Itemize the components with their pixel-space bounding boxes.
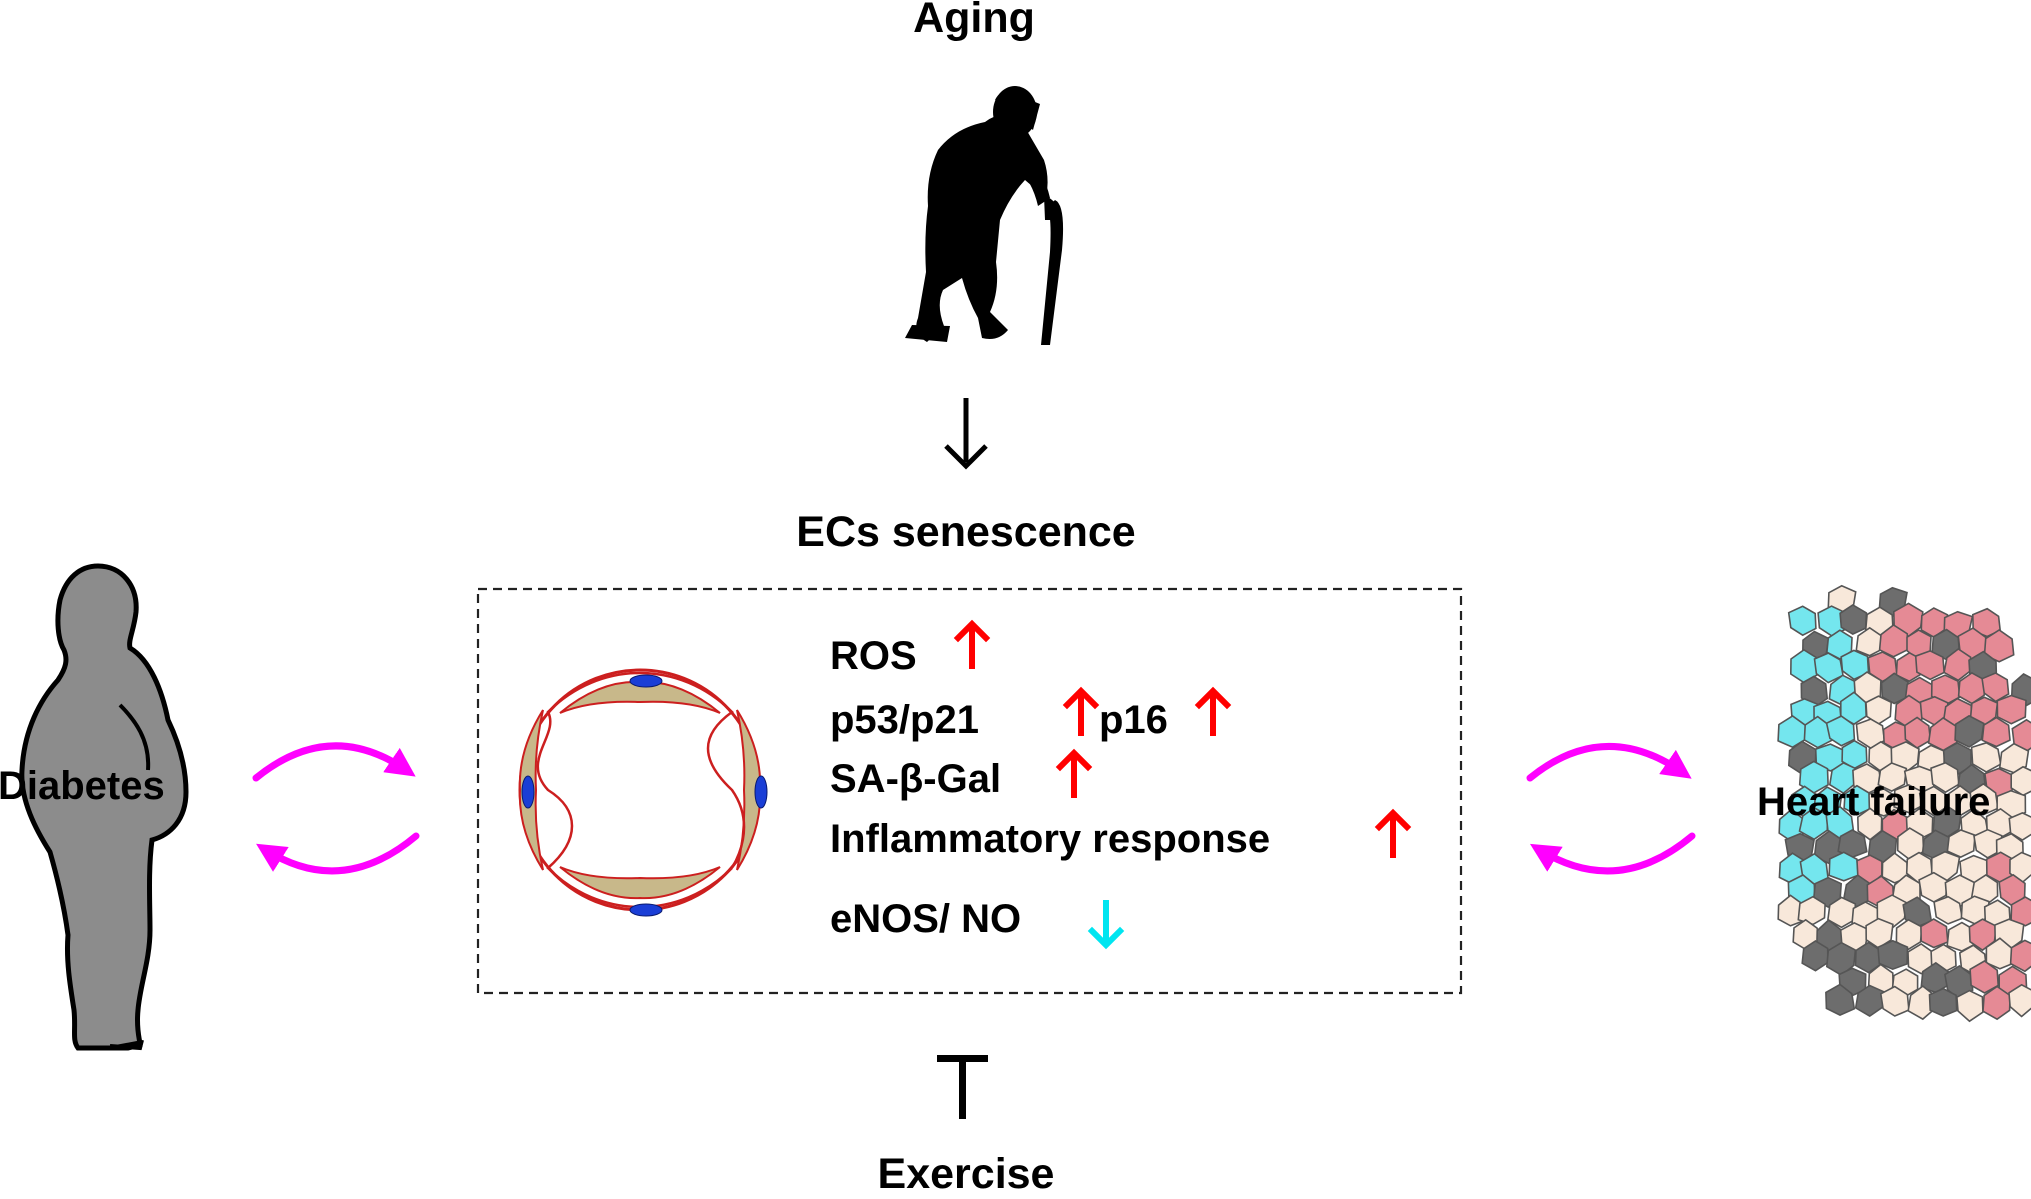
heart-tissue-cell bbox=[1930, 761, 1960, 794]
heart-failure-feedback-arrows bbox=[1526, 743, 1696, 875]
heart-tissue-cell bbox=[1828, 851, 1860, 882]
heart-tissue-cell bbox=[1827, 896, 1857, 929]
heart-tissue-cell bbox=[1981, 716, 2011, 748]
nucleus-right bbox=[754, 775, 768, 809]
aging-to-senescence-arrow bbox=[944, 398, 988, 470]
heart-tissue-cell bbox=[1825, 715, 1856, 747]
nucleus-bottom bbox=[629, 903, 663, 917]
marker-sa-beta-gal: SA-β-Gal bbox=[830, 757, 1002, 801]
increase-arrows bbox=[953, 619, 1412, 858]
heart-tissue-cell bbox=[1983, 629, 2015, 663]
ec-senescence-label: ECs senescence bbox=[796, 508, 1136, 556]
diabetes-feedback-arrows bbox=[252, 742, 420, 875]
heart-tissue-cell bbox=[1801, 939, 1829, 972]
heart-tissue-cell bbox=[1969, 782, 1999, 816]
heart-tissue-cell bbox=[1840, 649, 1870, 681]
up-arrow-p16 bbox=[1194, 686, 1232, 736]
heart-tissue-cell bbox=[1877, 939, 1909, 971]
heart-tissue-cell bbox=[1943, 648, 1972, 682]
heart-tissue-cell bbox=[1825, 983, 1856, 1016]
heart-tissue-cell bbox=[1880, 672, 1909, 705]
marker-inflammatory-response: Inflammatory response bbox=[830, 817, 1271, 861]
up-arrow-p53-p21 bbox=[1062, 686, 1100, 736]
heart-tissue-mosaic-icon bbox=[1777, 584, 2031, 1023]
arrow-heart-failure-to-senescence bbox=[1529, 832, 1696, 875]
nucleus-top bbox=[629, 674, 663, 688]
exercise-label: Exercise bbox=[877, 1150, 1055, 1198]
marker-ros: ROS bbox=[830, 634, 917, 678]
heart-tissue-cell bbox=[1956, 989, 1984, 1023]
marker-enos-no: eNOS/ NO bbox=[830, 897, 1022, 941]
heart-tissue-cell bbox=[1933, 895, 1964, 925]
arrow-senescence-to-heart-failure bbox=[1526, 743, 1692, 782]
heart-tissue-cell bbox=[2010, 896, 2031, 927]
heart-tissue-cell bbox=[1812, 876, 1843, 909]
endothelial-vessel-cross-section-icon bbox=[518, 668, 768, 917]
senescence-box bbox=[476, 587, 1463, 995]
heart-tissue-cell bbox=[1920, 918, 1949, 949]
up-arrow-inflammatory bbox=[1374, 808, 1412, 858]
heart-tissue-cell bbox=[1813, 652, 1844, 684]
heart-tissue-cell bbox=[1878, 624, 1909, 658]
arrow-diabetes-to-senescence bbox=[252, 742, 416, 782]
heart-tissue-cell bbox=[1914, 650, 1945, 681]
heart-tissue-cell bbox=[1996, 694, 2027, 725]
heart-tissue-cell bbox=[1839, 603, 1868, 636]
diabetes-label: Diabetes bbox=[0, 764, 165, 808]
obese-person-silhouette-icon bbox=[19, 563, 189, 1051]
heart-tissue-cell bbox=[1893, 784, 1923, 814]
nucleus-left bbox=[521, 775, 535, 809]
aging-label: Aging bbox=[913, 0, 1035, 42]
heart-tissue-cell bbox=[2008, 812, 2031, 841]
marker-p16: p16 bbox=[1099, 698, 1168, 742]
heart-tissue-cell bbox=[1973, 828, 2003, 859]
elderly-person-with-cane-icon bbox=[905, 86, 1064, 345]
heart-failure-label: Heart failure bbox=[1757, 780, 1991, 824]
heart-tissue-cell bbox=[2009, 939, 2031, 973]
marker-p53-p21: p53/p21 bbox=[830, 698, 979, 742]
heart-tissue-cell bbox=[1879, 985, 1910, 1017]
down-arrow-enos-no bbox=[1087, 900, 1125, 950]
heart-tissue-cell bbox=[1877, 762, 1908, 792]
heart-tissue-cell bbox=[1969, 960, 2000, 994]
arrow-senescence-to-diabetes bbox=[256, 832, 420, 875]
heart-tissue-cell bbox=[1971, 607, 2002, 638]
heart-tissue-cell bbox=[1970, 741, 2002, 773]
up-arrow-ros bbox=[953, 619, 991, 669]
up-arrow-sa-beta-gal bbox=[1055, 748, 1093, 798]
heart-tissue-cell bbox=[2008, 983, 2031, 1018]
exercise-inhibition-bar bbox=[937, 1055, 988, 1119]
heart-tissue-cell bbox=[1954, 714, 1985, 748]
heart-tissue-cell bbox=[1787, 605, 1817, 637]
heart-tissue-cell bbox=[1928, 987, 1958, 1017]
heart-tissue-cell bbox=[1981, 672, 2010, 703]
